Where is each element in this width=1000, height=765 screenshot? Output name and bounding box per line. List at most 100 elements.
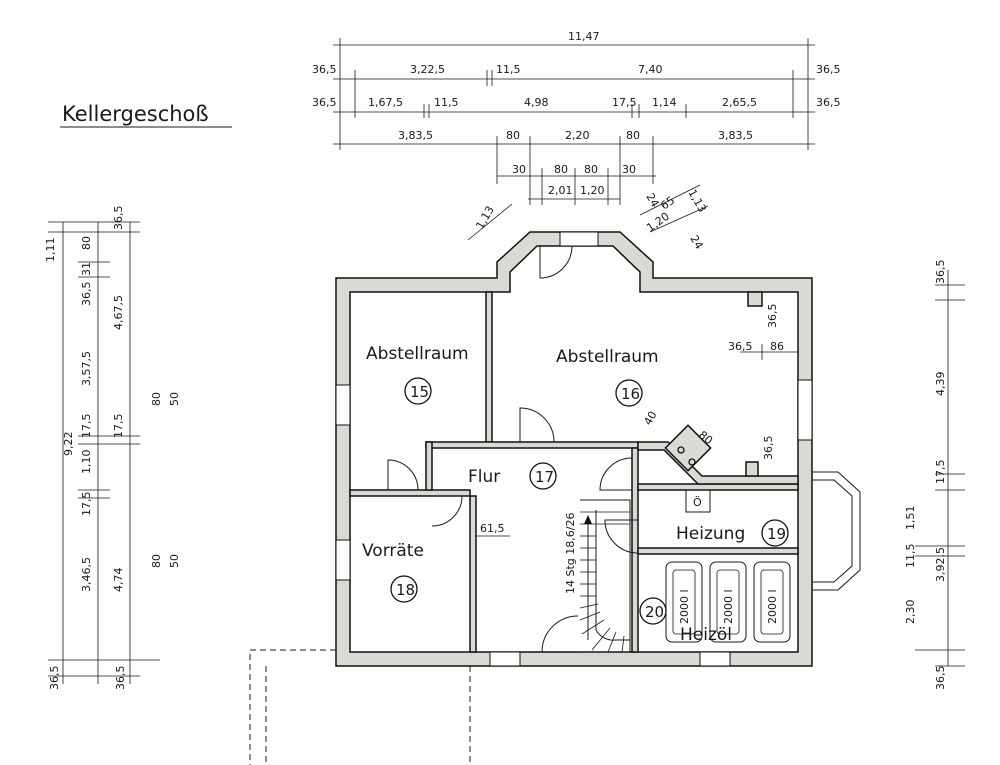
dim-r4-3: 30: [622, 163, 636, 176]
dim-int-1: 86: [770, 340, 784, 353]
dim-bay-4: 1,20: [644, 210, 672, 235]
room-19-circle: [761, 519, 789, 547]
boiler-symbol: Ö: [693, 496, 702, 509]
oil-tank-2: [709, 561, 747, 643]
room-15-circle: [404, 377, 432, 405]
room-19-name: Heizung: [676, 524, 745, 544]
dim-right-1: 4,39: [934, 372, 947, 397]
room-16-name: Abstellraum: [556, 347, 659, 367]
oil-tanks: [665, 561, 791, 643]
dim-right-7: 36,5: [934, 666, 947, 691]
dim-r5-1: 1,20: [580, 184, 605, 197]
room-15-number: 15: [410, 383, 429, 401]
dim-bay-3: 65: [658, 194, 677, 213]
room-16: Abstellraum 16: [556, 347, 659, 407]
dim-r2-4: 17,5: [612, 96, 637, 109]
dim-right-3: 1,51: [904, 506, 917, 531]
top-dimensions: 11,47 36,5 3,22,5 11,5 7,40 36,5 36,5 1,…: [312, 30, 841, 205]
room-18-circle: [390, 575, 418, 603]
dim-r2-0: 36,5: [312, 96, 337, 109]
dim-left-b3: 17,5: [80, 414, 93, 439]
dim-right-5: 3,92,5: [934, 547, 947, 582]
dim-r3-2: 2,20: [565, 129, 590, 142]
dim-bay-0: 1,13: [473, 204, 497, 232]
room-16-number: 16: [621, 385, 640, 403]
dim-int-0: 36,5: [728, 340, 753, 353]
dim-left-a2: 1,10: [80, 450, 93, 475]
room-20-circle: [639, 597, 667, 625]
dim-int-2: 36,5: [766, 304, 779, 329]
terrace-outline-left: [249, 649, 336, 765]
dim-left-c3: 4,74: [112, 568, 125, 593]
dim-r2-3: 4,98: [524, 96, 549, 109]
dim-r5-0: 2,01: [548, 184, 573, 197]
right-dimensions: 36,5 4,39 17,5 1,51 11,5 3,92,5 2,30 36,…: [904, 260, 965, 691]
dim-r1-3: 7,40: [638, 63, 663, 76]
oil-tank-1: [665, 561, 703, 643]
room-17-name: Flur: [468, 467, 500, 487]
room-18: Vorräte 18: [362, 541, 424, 603]
dim-r4-2: 80: [584, 163, 598, 176]
dim-left-a4: 3,46,5: [80, 557, 93, 592]
doors: [387, 245, 639, 554]
dim-r1-2: 11,5: [496, 63, 521, 76]
room-17: Flur 17: [468, 462, 557, 490]
dim-r1-1: 3,22,5: [410, 63, 445, 76]
dim-window-2: 80: [150, 554, 163, 568]
dim-left-a0: 1,11: [44, 238, 57, 263]
dim-bay-5: 24: [687, 233, 705, 252]
dim-r2-6: 2,65,5: [722, 96, 757, 109]
dim-r4-1: 80: [554, 163, 568, 176]
room-15: Abstellraum 15: [366, 344, 469, 405]
oil-tank-3: [753, 561, 791, 643]
dim-left-c2: 17,5: [112, 414, 125, 439]
room-15-name: Abstellraum: [366, 344, 469, 364]
room-16-circle: [615, 379, 643, 407]
room-19: Heizung 19: [676, 519, 789, 547]
room-20-number: 20: [645, 603, 664, 621]
dim-r2-2: 11,5: [434, 96, 459, 109]
dim-left-total: 9,22: [62, 432, 75, 457]
bay-window-right-inner: [812, 479, 853, 583]
dim-r3-4: 3,83,5: [718, 129, 753, 142]
dim-right-4: 11,5: [904, 544, 917, 569]
dim-right-6: 2,30: [904, 600, 917, 625]
dim-left-c0: 36,5: [112, 206, 125, 231]
dim-r1-4: 36,5: [816, 63, 841, 76]
room-18-name: Vorräte: [362, 541, 424, 561]
room-19-number: 19: [767, 525, 786, 543]
exterior-walls: [335, 231, 813, 667]
dim-r3-3: 80: [626, 129, 640, 142]
dim-r1-0: 36,5: [312, 63, 337, 76]
staircase: [541, 499, 631, 653]
room-20-name: Heizöl: [680, 625, 732, 645]
dim-left-a1: 36,5: [80, 282, 93, 307]
boiler: [685, 489, 711, 513]
dim-left-b0: 80: [80, 236, 93, 250]
dim-int-6: 61,5: [480, 522, 505, 535]
tank-label-3: 2000 l: [766, 589, 779, 624]
dim-total-width: 11,47: [568, 30, 600, 43]
room-18-number: 18: [396, 581, 415, 599]
dim-left-b1: 31: [80, 262, 93, 276]
dim-left-c1: 4,67,5: [112, 295, 125, 330]
dim-right-0: 36,5: [934, 260, 947, 285]
dim-left-b4: 36,5: [114, 666, 127, 691]
dim-r2-7: 36,5: [816, 96, 841, 109]
room-20: Heizöl 20: [639, 597, 732, 645]
plan-title: Kellergeschoß: [62, 102, 209, 126]
dim-int-5: 36,5: [762, 436, 775, 461]
dim-window-1: 50: [168, 392, 181, 406]
dim-bay-1: 1,13: [685, 187, 709, 215]
dim-r3-0: 3,83,5: [398, 129, 433, 142]
dim-window-3: 50: [168, 554, 181, 568]
dim-r3-1: 80: [506, 129, 520, 142]
stairs-label: 14 Stg 18,6/26: [564, 513, 577, 594]
tank-label-2: 2000 l: [722, 589, 735, 624]
tank-label-1: 2000 l: [678, 589, 691, 624]
dim-right-2: 17,5: [934, 460, 947, 485]
dim-left-b2: 3,57,5: [80, 351, 93, 386]
chimney: [664, 424, 712, 472]
dim-int-3: 40: [641, 409, 659, 428]
